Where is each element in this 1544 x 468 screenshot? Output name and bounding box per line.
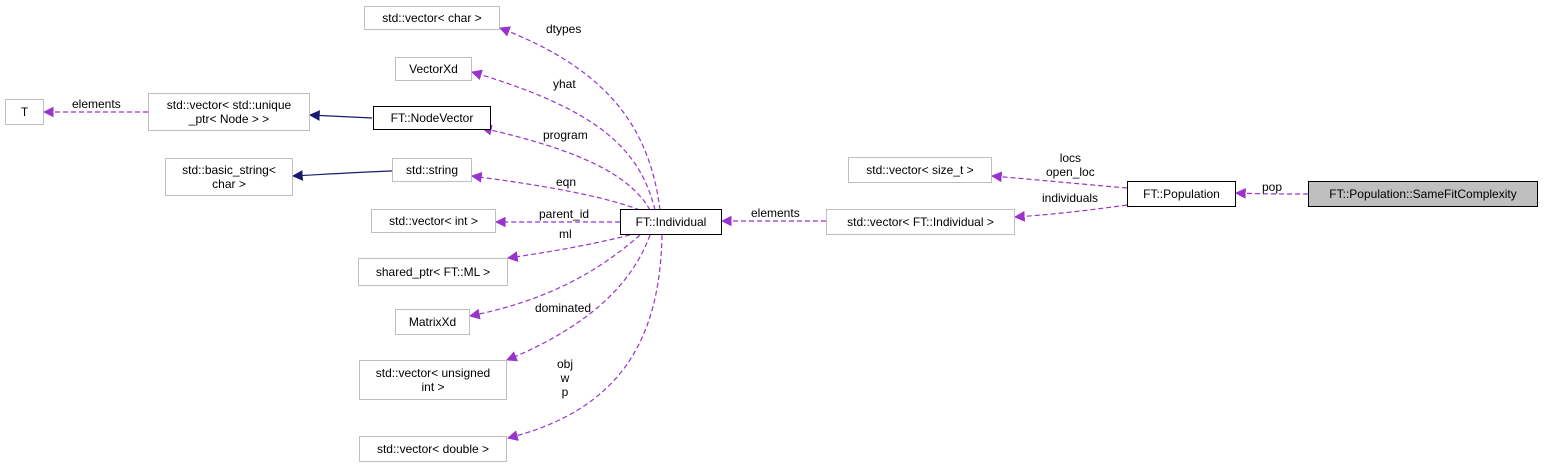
node-label-line: VectorXd [409,62,458,76]
edge-label-line: w [560,371,570,385]
edge-label-line: open_loc [1046,165,1095,179]
edge-individual-yhat-to-vectorxd [470,69,656,211]
label-ml: ml [559,227,572,241]
label-elements-t: elements [72,97,121,111]
edge-label-line: yhat [553,77,576,91]
node-vector-size-t[interactable]: std::vector< size_t > [848,157,992,183]
edge-individual-phi-to-matrixxd [468,234,641,320]
node-t[interactable]: T [5,99,44,125]
node-label-line: shared_ptr< FT::ML > [375,265,491,279]
node-label-line: char > [212,177,246,191]
label-dominated: dominated [535,301,591,315]
edge-individual-dominated-to-vector-unsigned [506,234,651,362]
edge-individual-obj-w-p-to-vector-double [506,234,663,441]
node-label-line: std::vector< char > [382,11,482,25]
label-pop: pop [1262,180,1282,194]
label-parent-id: parent_id [539,207,589,221]
node-label-line: FT::NodeVector [390,111,474,125]
edge-string-to-basic-string [291,170,393,181]
node-label-line: std::vector< size_t > [866,163,974,177]
node-individual[interactable]: FT::Individual [620,209,722,235]
edge-label-line: locs [1059,151,1082,165]
edge-same-fit-pop-to-population [1234,188,1309,199]
label-dtypes: dtypes [546,22,581,36]
node-label-line: std::basic_string< [182,163,276,177]
node-label-line: MatrixXd [408,315,457,329]
edge-label-line: parent_id [539,207,590,221]
node-vector-char[interactable]: std::vector< char > [364,6,500,30]
node-vector-individual[interactable]: std::vector< FT::Individual > [826,209,1015,235]
node-label-line: FT::Individual [635,215,707,229]
node-label-line: std::vector< FT::Individual > [847,215,994,229]
edge-label-line: pop [1262,180,1283,194]
edge-label-line: ml [559,227,572,241]
node-nodevector[interactable]: FT::NodeVector [373,106,491,130]
edge-individual-eqn-to-string [470,171,641,211]
edge-population-individuals-to-vector-individual [1013,204,1128,222]
label-individuals: individuals [1042,191,1098,205]
node-label-line: std::vector< double > [376,442,490,456]
node-label-line: _ptr< Node > > [188,112,270,126]
node-population[interactable]: FT::Population [1127,181,1236,207]
edge-label-line: elements [72,97,121,111]
edge-label-line: individuals [1042,191,1099,205]
edge-label-line: program [543,128,588,142]
node-label-line: std::string [405,163,459,177]
node-label-line: std::vector< std::unique [166,98,292,112]
node-vector-int[interactable]: std::vector< int > [371,209,496,233]
node-vectorxd[interactable]: VectorXd [395,57,472,81]
node-shared-ptr-ml[interactable]: shared_ptr< FT::ML > [358,258,508,286]
node-label-line: int > [421,380,445,394]
edge-individual-program-to-nodevector [480,124,651,211]
node-label-line: std::vector< int > [389,214,478,228]
edge-label-line: obj [557,357,574,371]
node-label-line: FT::Population [1143,187,1220,201]
node-std-string[interactable]: std::string [392,158,472,182]
edge-label-line: dtypes [546,22,582,36]
node-vector-unique-ptr[interactable]: std::vector< std::unique_ptr< Node > > [148,93,310,131]
edge-label-line: eqn [556,175,577,189]
edge-label-line: dominated [535,301,592,315]
label-eqn: eqn [556,175,576,189]
node-matrixxd[interactable]: MatrixXd [395,309,470,335]
edge-population-locs-to-vector-size-t [990,171,1128,189]
node-label-line: std::vector< unsigned [375,366,491,380]
edge-label-line: p [561,385,569,399]
label-yhat: yhat [553,77,576,91]
node-basic-string[interactable]: std::basic_string<char > [165,158,293,196]
node-same-fit-complexity[interactable]: FT::Population::SameFitComplexity [1308,181,1538,207]
edge-nodevector-to-vector-unique-ptr [308,110,373,121]
node-vector-double[interactable]: std::vector< double > [359,436,507,462]
label-program: program [543,128,588,142]
node-label-line: T [20,105,29,119]
label-elements-individual: elements [751,206,800,220]
edge-label-line: elements [751,206,800,220]
edge-individual-dtypes-to-vector-char [498,26,661,211]
node-label-line: FT::Population::SameFitComplexity [1329,187,1517,201]
